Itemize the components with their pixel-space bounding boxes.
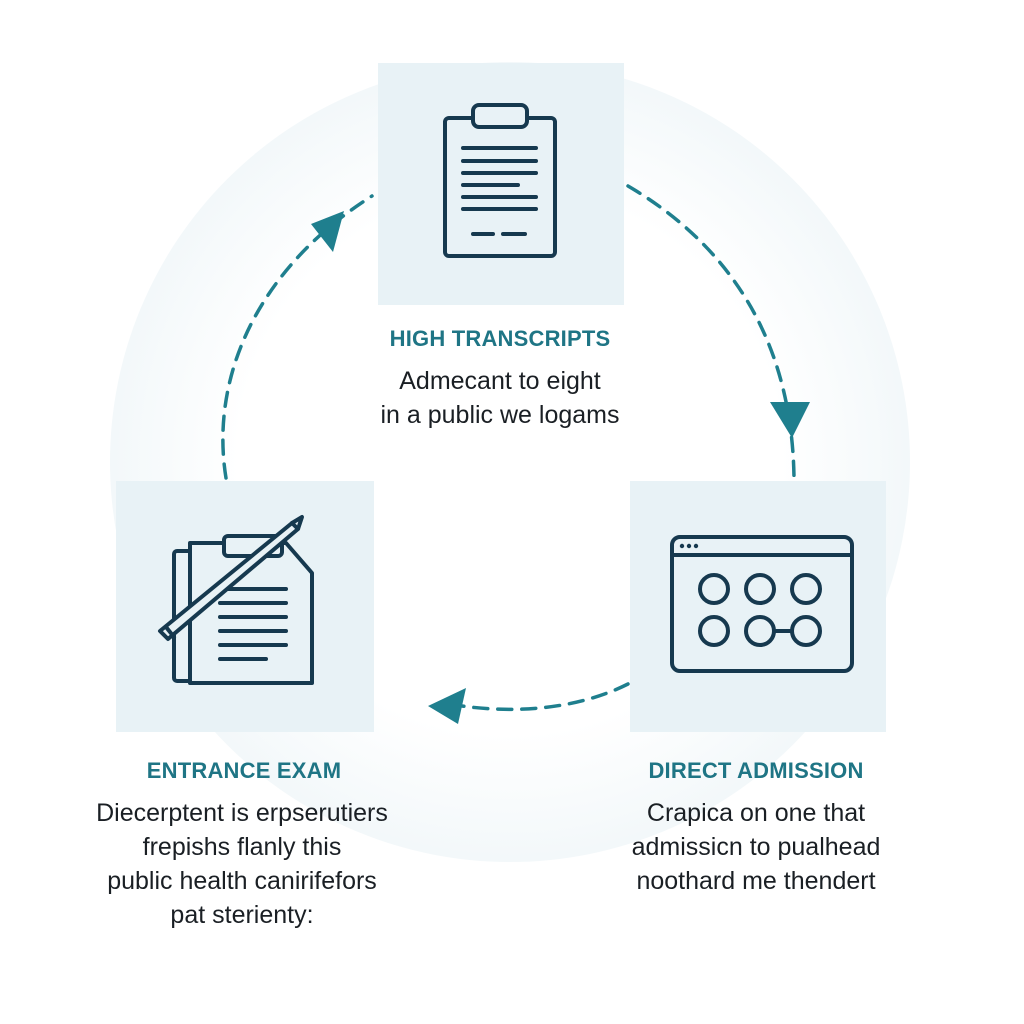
arrowhead-transcripts-to-admission bbox=[770, 402, 810, 438]
description-line: Diecerptent is erpserutiers bbox=[96, 799, 388, 827]
description-line: frepishs flanly this bbox=[142, 833, 342, 861]
browser-window-icon bbox=[670, 535, 854, 673]
entrance-exam-heading: ENTRANCE EXAM bbox=[146, 758, 342, 783]
clipboard-document-icon bbox=[443, 103, 557, 258]
direct-admission-heading: DIRECT ADMISSION bbox=[648, 758, 864, 783]
entrance-exam-icon-box bbox=[116, 481, 374, 732]
entrance-exam-description: Diecerptent is erpserutiers frepishs fla… bbox=[52, 796, 432, 932]
arrow-exam-to-transcripts bbox=[221, 194, 374, 480]
description-line: in a public we logams bbox=[380, 401, 620, 429]
description-line: admissicn to pualhead bbox=[631, 833, 881, 861]
high-transcripts-icon-box bbox=[378, 63, 624, 305]
arrow-transcripts-to-admission bbox=[626, 184, 796, 480]
direct-admission-icon-box bbox=[630, 481, 886, 732]
description-line: noothard me thendert bbox=[636, 867, 876, 895]
high-transcripts-description: Admecant to eight in a public we logams bbox=[330, 364, 670, 432]
arrowhead-exam-to-transcripts bbox=[311, 211, 344, 252]
description-line: Crapica on one that bbox=[646, 799, 866, 827]
direct-admission-description: Crapica on one that admissicn to pualhea… bbox=[576, 796, 936, 898]
high-transcripts-heading: HIGH TRANSCRIPTS bbox=[389, 326, 611, 351]
description-line: public health canirifefors bbox=[107, 867, 377, 895]
arrow-admission-to-exam bbox=[460, 682, 630, 712]
description-line: Admecant to eight bbox=[399, 367, 601, 395]
arrowhead-admission-to-exam bbox=[428, 688, 466, 724]
document-pen-icon bbox=[158, 515, 314, 685]
description-line: pat sterienty: bbox=[170, 901, 314, 929]
